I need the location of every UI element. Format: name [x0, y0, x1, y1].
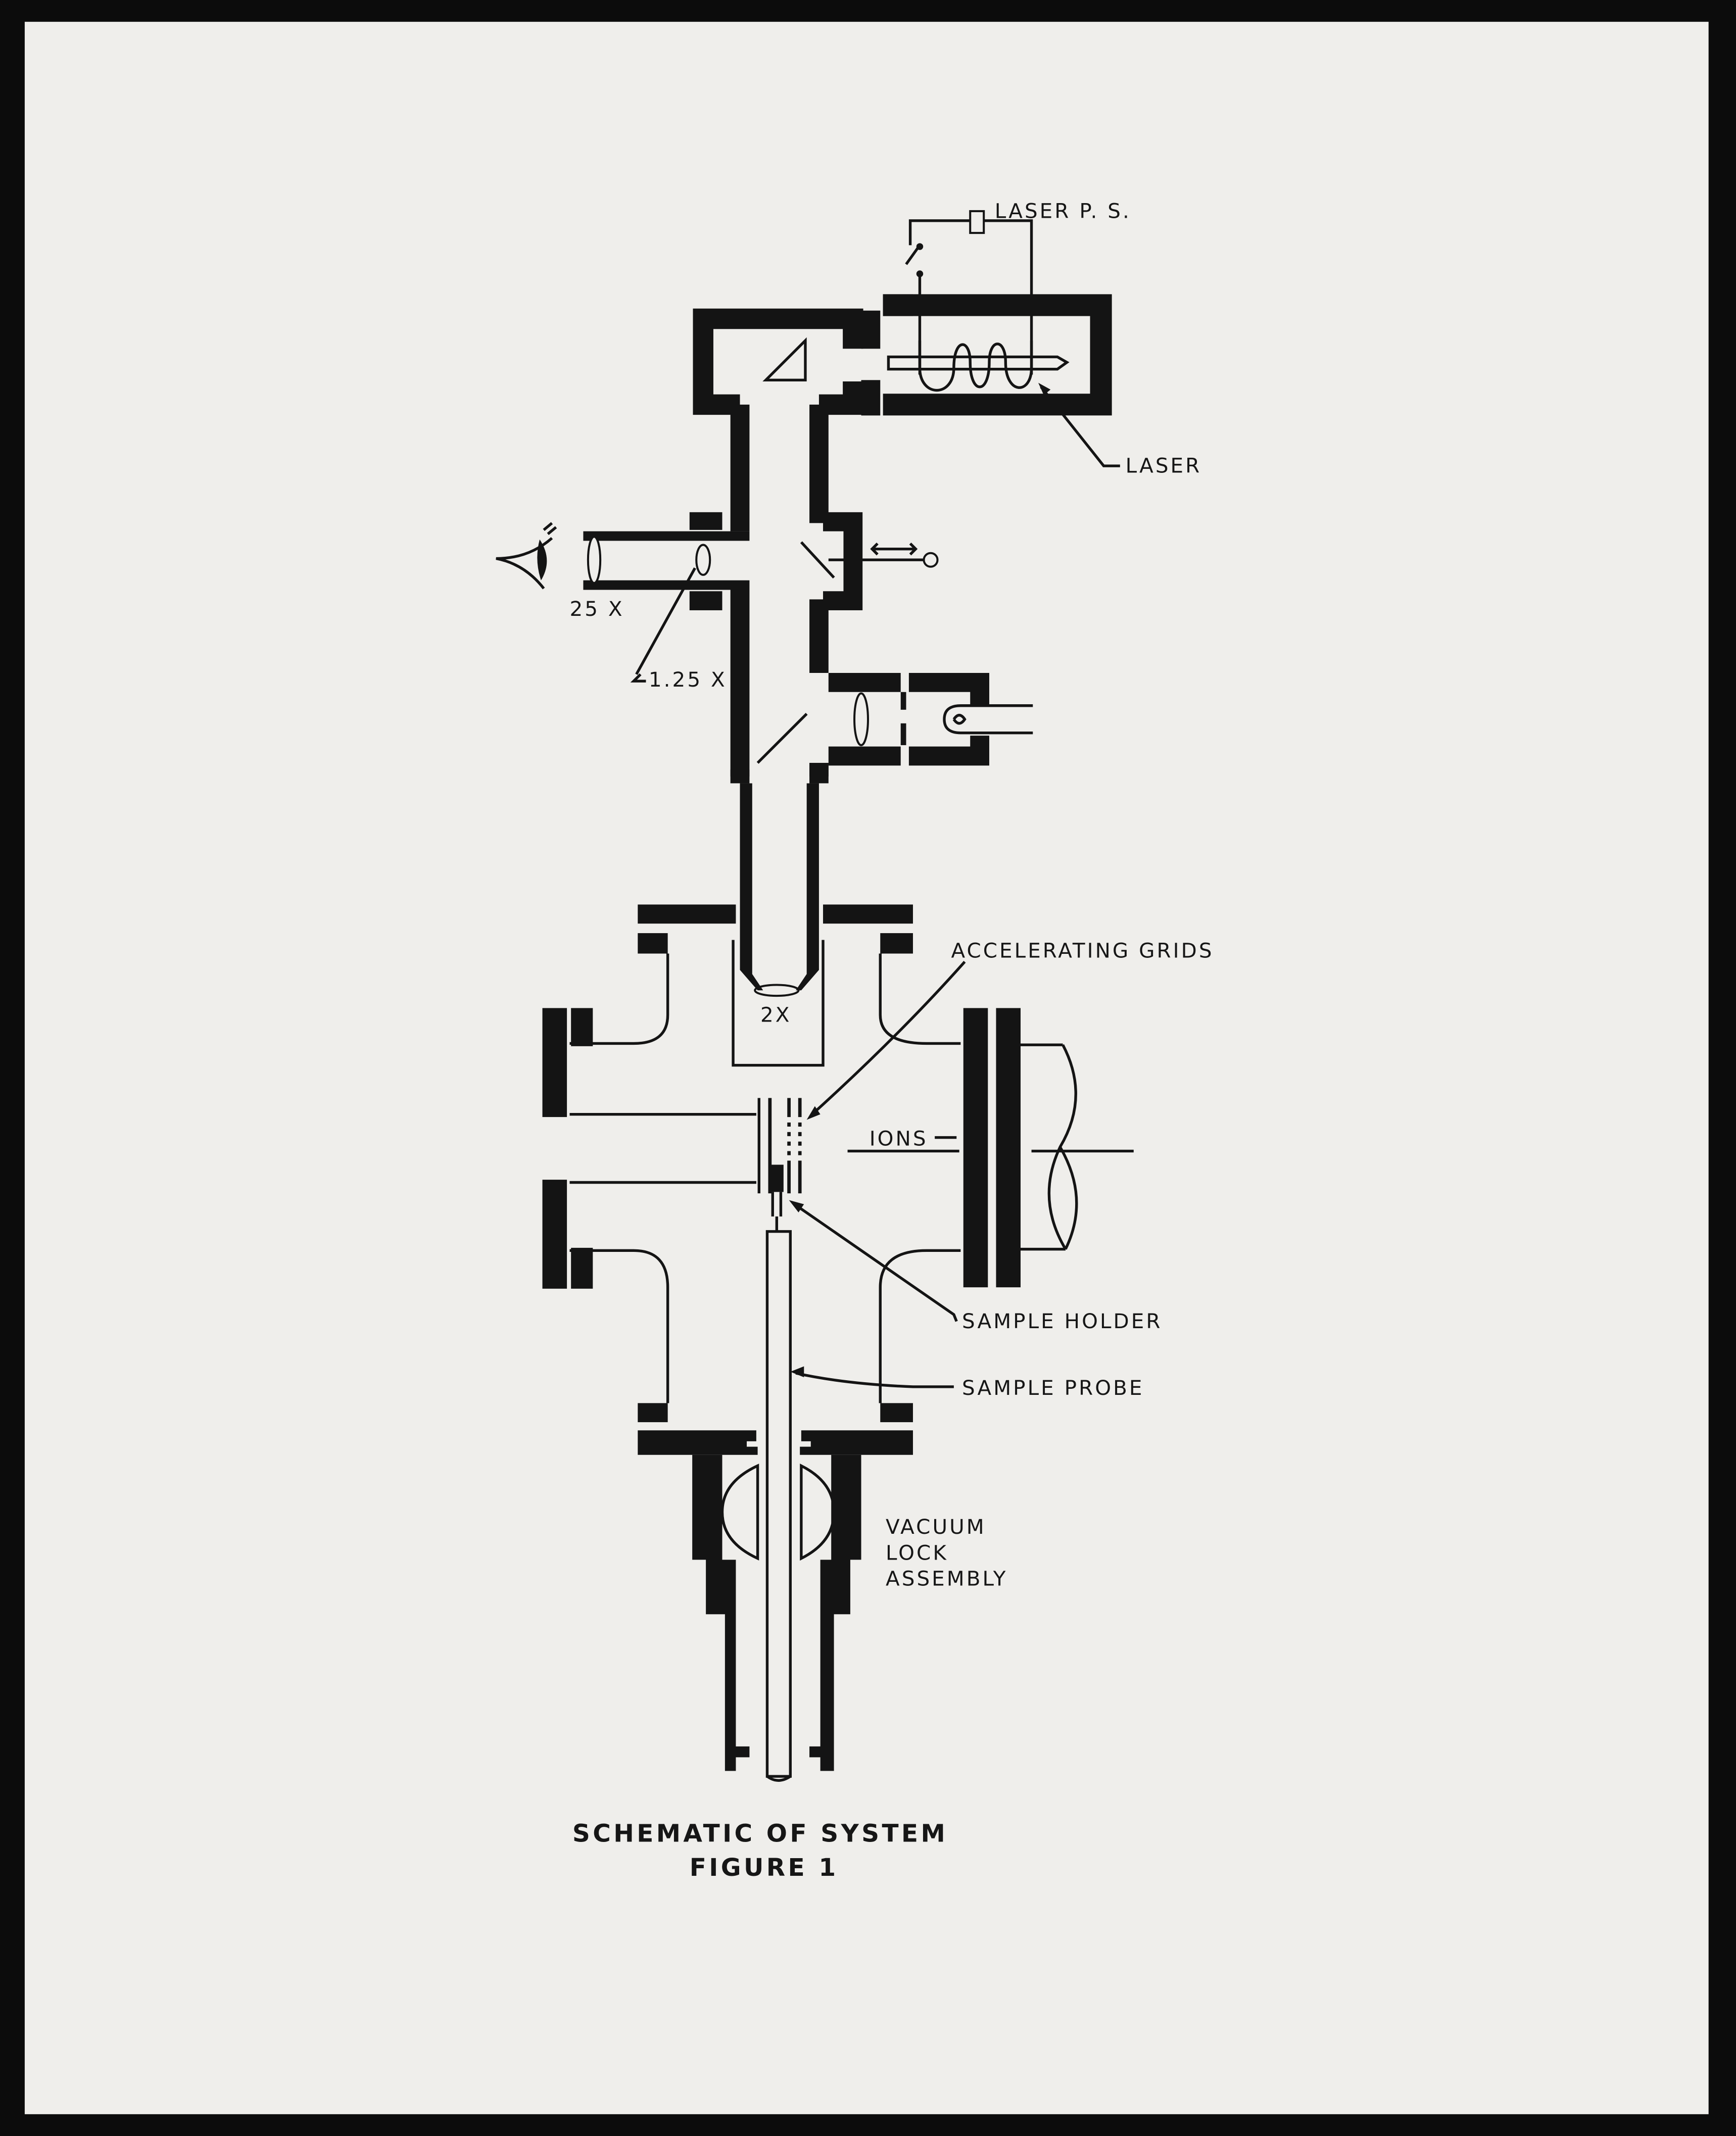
- ions-label: IONS: [870, 1127, 928, 1151]
- mirror-port: [800, 512, 939, 610]
- laser-rod: [887, 355, 1070, 371]
- sample-probe-leader: [795, 1372, 954, 1388]
- laser-label: LASER: [1126, 454, 1202, 478]
- beam-splitter: [756, 713, 808, 764]
- power-supply-icon: [969, 210, 985, 234]
- optical-tube: [730, 404, 829, 784]
- mirror-knob[interactable]: [923, 552, 939, 568]
- lock-valve-right: [800, 1463, 836, 1561]
- lens-mag-label: 2X: [760, 1002, 792, 1027]
- illuminator-port: [756, 673, 1033, 766]
- accelerating-grids-label: ACCELERATING GRIDS: [951, 939, 1214, 963]
- lock-valve-left: [720, 1464, 759, 1561]
- lamp-icon: [943, 704, 1033, 735]
- vacuum-chamber: [542, 904, 1134, 1778]
- caption-line-2: FIGURE 1: [690, 1854, 839, 1882]
- double-arrow-icon: [870, 542, 918, 556]
- objective-mag-label: 1.25 X: [649, 667, 727, 692]
- sample-probe: [765, 1230, 792, 1778]
- objective-tube: [732, 783, 825, 1067]
- condenser-lens: [853, 692, 870, 746]
- grids-leader: [811, 960, 966, 1115]
- prism: [762, 337, 807, 381]
- sample-holder-leader: [793, 1203, 958, 1322]
- caption-line-1: SCHEMATIC OF SYSTEM: [572, 1820, 948, 1848]
- vacuum-lock-label-1: VACUUM: [886, 1515, 986, 1539]
- movable-mirror: [800, 541, 835, 579]
- objective-lens: [695, 544, 711, 576]
- objective-leader: [630, 567, 696, 683]
- flash-coil: [918, 341, 1033, 392]
- eye-icon: [496, 522, 557, 590]
- sample-probe-label: SAMPLE PROBE: [962, 1376, 1144, 1400]
- vacuum-lock-label-2: LOCK: [886, 1540, 948, 1565]
- flight-tube-port: [963, 1008, 1134, 1288]
- power-wiring: [905, 219, 1033, 375]
- laser-leader: [1040, 386, 1120, 467]
- vacuum-lock-label-3: ASSEMBLY: [886, 1567, 1007, 1591]
- eyepiece-mag-label: 25 X: [569, 597, 624, 621]
- laser-housing: [861, 210, 1112, 416]
- paper: [24, 22, 1709, 2114]
- eyepiece-lens: [587, 536, 602, 585]
- sample-holder-label: SAMPLE HOLDER: [962, 1309, 1162, 1333]
- prism-housing: [693, 308, 863, 415]
- vacuum-lock-assembly: [692, 1454, 861, 1782]
- sample-holder: [769, 1164, 784, 1192]
- eyepiece-port: [496, 512, 750, 610]
- laser-ps-label: LASER P. S.: [995, 199, 1131, 223]
